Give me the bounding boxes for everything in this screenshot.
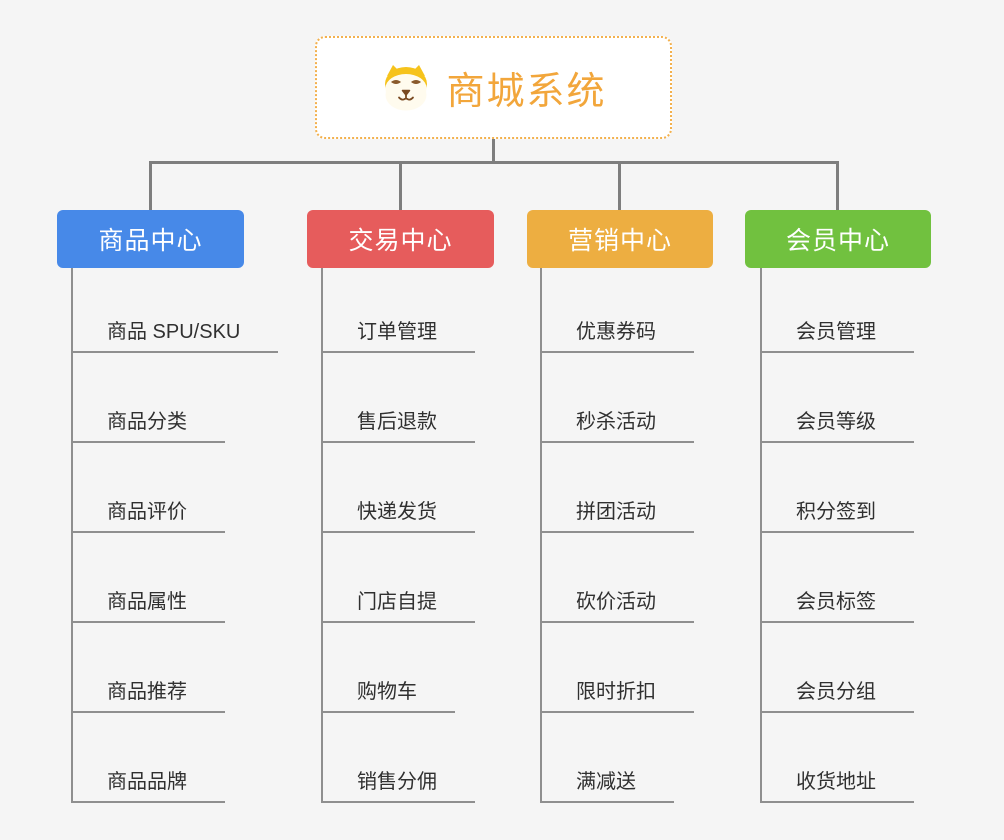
leaf-label: 商品评价 bbox=[107, 501, 187, 523]
leaf-node[interactable]: 收货地址 bbox=[762, 713, 914, 803]
leaf-node[interactable]: 会员等级 bbox=[762, 353, 914, 443]
branch-label: 交易中心 bbox=[348, 227, 453, 255]
leaf-node[interactable]: 商品 SPU/SKU bbox=[73, 268, 279, 353]
leaf-label: 商品品牌 bbox=[107, 771, 187, 793]
leaf-label: 秒杀活动 bbox=[576, 411, 656, 433]
branch-label: 会员中心 bbox=[785, 227, 890, 255]
leaf-node[interactable]: 秒杀活动 bbox=[542, 353, 694, 443]
leaf-node[interactable]: 优惠券码 bbox=[542, 268, 694, 353]
leaf-label: 会员标签 bbox=[796, 591, 876, 613]
leaf-label: 商品分类 bbox=[107, 411, 187, 433]
connector-drop-branch-3 bbox=[618, 161, 621, 210]
child-column-member-center: 会员管理 会员等级 积分签到 会员标签 会员分组 收货地址 bbox=[760, 268, 914, 803]
leaf-label: 拼团活动 bbox=[576, 501, 656, 523]
child-column-trade-center: 订单管理 售后退款 快递发货 门店自提 购物车 销售分佣 bbox=[321, 268, 475, 803]
leaf-node[interactable]: 商品品牌 bbox=[73, 713, 225, 803]
child-column-marketing-center: 优惠券码 秒杀活动 拼团活动 砍价活动 限时折扣 满减送 bbox=[540, 268, 694, 803]
leaf-node[interactable]: 售后退款 bbox=[323, 353, 475, 443]
connector-root-stem bbox=[492, 138, 495, 163]
connector-rail bbox=[149, 161, 839, 164]
root-node-title: 商城系统 bbox=[446, 71, 607, 113]
leaf-node[interactable]: 积分签到 bbox=[762, 443, 914, 533]
branch-node-product-center[interactable]: 商品中心 bbox=[57, 210, 244, 268]
leaf-node[interactable]: 销售分佣 bbox=[323, 713, 475, 803]
branch-label: 营销中心 bbox=[567, 227, 672, 255]
leaf-node[interactable]: 限时折扣 bbox=[542, 623, 694, 713]
leaf-label: 收货地址 bbox=[796, 771, 876, 793]
leaf-node[interactable]: 商品属性 bbox=[73, 533, 225, 623]
leaf-node[interactable]: 满减送 bbox=[542, 713, 674, 803]
leaf-label: 销售分佣 bbox=[357, 771, 437, 793]
leaf-node[interactable]: 会员管理 bbox=[762, 268, 914, 353]
leaf-label: 优惠券码 bbox=[576, 321, 656, 343]
leaf-label: 订单管理 bbox=[357, 321, 437, 343]
leaf-label: 商品 SPU/SKU bbox=[107, 321, 241, 343]
leaf-node[interactable]: 商品评价 bbox=[73, 443, 225, 533]
leaf-label: 售后退款 bbox=[357, 411, 437, 433]
leaf-node[interactable]: 订单管理 bbox=[323, 268, 475, 353]
leaf-node[interactable]: 拼团活动 bbox=[542, 443, 694, 533]
leaf-label: 砍价活动 bbox=[576, 591, 656, 613]
branch-label: 商品中心 bbox=[98, 227, 203, 255]
branch-node-trade-center[interactable]: 交易中心 bbox=[307, 210, 494, 268]
leaf-label: 会员分组 bbox=[796, 681, 876, 703]
leaf-label: 会员等级 bbox=[796, 411, 876, 433]
leaf-label: 商品属性 bbox=[107, 591, 187, 613]
shiba-dog-icon bbox=[385, 64, 428, 110]
leaf-node[interactable]: 会员分组 bbox=[762, 623, 914, 713]
leaf-label: 快递发货 bbox=[357, 501, 437, 523]
branch-node-member-center[interactable]: 会员中心 bbox=[745, 210, 931, 268]
leaf-node[interactable]: 门店自提 bbox=[323, 533, 475, 623]
leaf-label: 门店自提 bbox=[357, 591, 437, 613]
leaf-label: 购物车 bbox=[357, 681, 417, 703]
leaf-node[interactable]: 会员标签 bbox=[762, 533, 914, 623]
leaf-node[interactable]: 商品推荐 bbox=[73, 623, 225, 713]
leaf-label: 会员管理 bbox=[796, 321, 876, 343]
connector-drop-branch-2 bbox=[399, 161, 402, 210]
leaf-label: 积分签到 bbox=[796, 501, 876, 523]
branch-node-marketing-center[interactable]: 营销中心 bbox=[527, 210, 713, 268]
child-column-product-center: 商品 SPU/SKU 商品分类 商品评价 商品属性 商品推荐 商品品牌 bbox=[71, 268, 279, 803]
leaf-node[interactable]: 商品分类 bbox=[73, 353, 225, 443]
leaf-label: 满减送 bbox=[576, 771, 636, 793]
connector-drop-branch-4 bbox=[836, 161, 839, 210]
connector-drop-branch-1 bbox=[149, 161, 152, 210]
leaf-node[interactable]: 购物车 bbox=[323, 623, 455, 713]
leaf-node[interactable]: 砍价活动 bbox=[542, 533, 694, 623]
leaf-label: 商品推荐 bbox=[107, 681, 187, 703]
leaf-label: 限时折扣 bbox=[576, 681, 656, 703]
root-node-mall-system[interactable]: 商城系统 bbox=[315, 36, 672, 139]
leaf-node[interactable]: 快递发货 bbox=[323, 443, 475, 533]
